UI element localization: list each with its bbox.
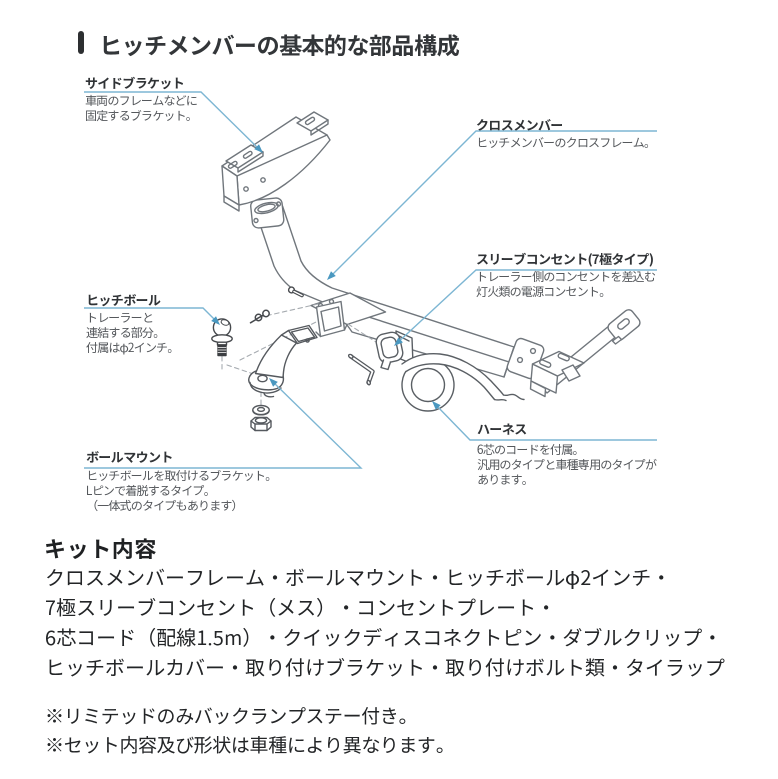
label-hitch-ball-title: ヒッチボール [86,290,161,309]
arrow-cross-member [327,271,336,280]
harness-part [401,352,525,412]
receiver-part [310,292,387,338]
heading-accent-bar [78,31,84,54]
kit-notes: ※リミテッドのみバックランプステー付き。 ※セット内容及び形状は車種により異なり… [45,701,455,759]
kit-note: ※セット内容及び形状は車種により異なります。 [45,731,455,758]
quick-pin-part [287,286,304,298]
label-ball-mount: ボールマウント ヒッチボールを取付けるブラケット。 Lピンで着脱するタイプ。 （… [86,447,277,514]
kit-line: ヒッチボールカバー・取り付けブラケット・取り付けボルト類・タイラップ [45,652,725,681]
label-hitch-ball-desc: トレーラーと 連結する部分。 付属はφ2インチ。 [86,309,179,356]
nut-part [250,416,272,432]
label-sleeve-outlet: スリーブコンセント(7極タイプ) トレーラー側のコンセントを差込む 灯火類の電源… [476,249,656,300]
double-clip-part [249,309,270,324]
leader-sleeve-outlet [397,269,657,343]
kit-line: 6芯コード（配線1.5m）・クイックディスコネクトピン・ダブルクリップ・ [45,622,723,651]
ball-mount-part [248,324,318,398]
label-harness: ハーネス 6芯のコードを付属。 汎用のタイプと車種専用のタイプが あります。 [477,419,657,488]
side-bracket-part [221,111,331,212]
kit-heading: キット内容 [44,532,158,564]
tube-top-plate [250,197,285,229]
leader-side-bracket [84,91,260,150]
leader-arrowheads [211,144,441,410]
label-hitch-ball: ヒッチボール トレーラーと 連結する部分。 付属はφ2インチ。 [86,290,179,355]
page-title: ヒッチメンバーの基本的な部品構成 [99,27,460,61]
label-cross-member: クロスメンバー ヒッチメンバーのクロスフレーム。 [476,115,656,151]
label-sleeve-outlet-title: スリーブコンセント(7極タイプ) [476,249,654,268]
label-harness-title: ハーネス [477,419,527,438]
sleeve-outlet-part [375,330,414,371]
arrow-harness [432,401,441,410]
leader-hitch-ball [84,307,217,322]
leader-cross-member [330,130,657,277]
arrow-side-bracket [254,144,263,153]
label-harness-desc: 6芯のコードを付属。 汎用のタイプと車種専用のタイプが あります。 [477,441,657,488]
washer-part [252,404,270,416]
kit-line: 7極スリーブコンセント（メス）・コンセントプレート・ [45,592,557,621]
label-side-bracket-desc: 車両のフレームなどに 固定するブラケット。 [85,92,198,124]
label-ball-mount-title: ボールマウント [86,447,173,466]
leader-lines [84,91,657,469]
label-sleeve-outlet-desc: トレーラー側のコンセントを差込む 灯火類の電源コンセント。 [476,268,656,300]
arrow-hitch-ball [211,316,220,325]
arrow-ball-mount [269,378,278,387]
right-bracket-part [529,309,641,398]
kit-lines: クロスメンバーフレーム・ボールマウント・ヒッチボールφ2インチ・ 7極スリーブコ… [45,562,725,682]
l-pin-part [347,353,375,386]
arrow-sleeve-outlet [394,337,403,346]
hitch-ball-part [211,318,233,357]
leader-ball-mount [84,381,363,469]
label-ball-mount-desc: ヒッチボールを取付けるブラケット。 Lピンで着脱するタイプ。 （一体式のタイプも… [86,467,277,514]
label-side-bracket-title: サイドブラケット [85,73,185,92]
kit-line: クロスメンバーフレーム・ボールマウント・ヒッチボールφ2インチ・ [45,562,672,591]
label-side-bracket: サイドブラケット 車両のフレームなどに 固定するブラケット。 [85,73,198,124]
label-cross-member-title: クロスメンバー [476,115,563,134]
leader-harness [435,404,657,441]
kit-note: ※リミテッドのみバックランプステー付き。 [45,702,418,729]
label-cross-member-desc: ヒッチメンバーのクロスフレーム。 [476,134,656,151]
